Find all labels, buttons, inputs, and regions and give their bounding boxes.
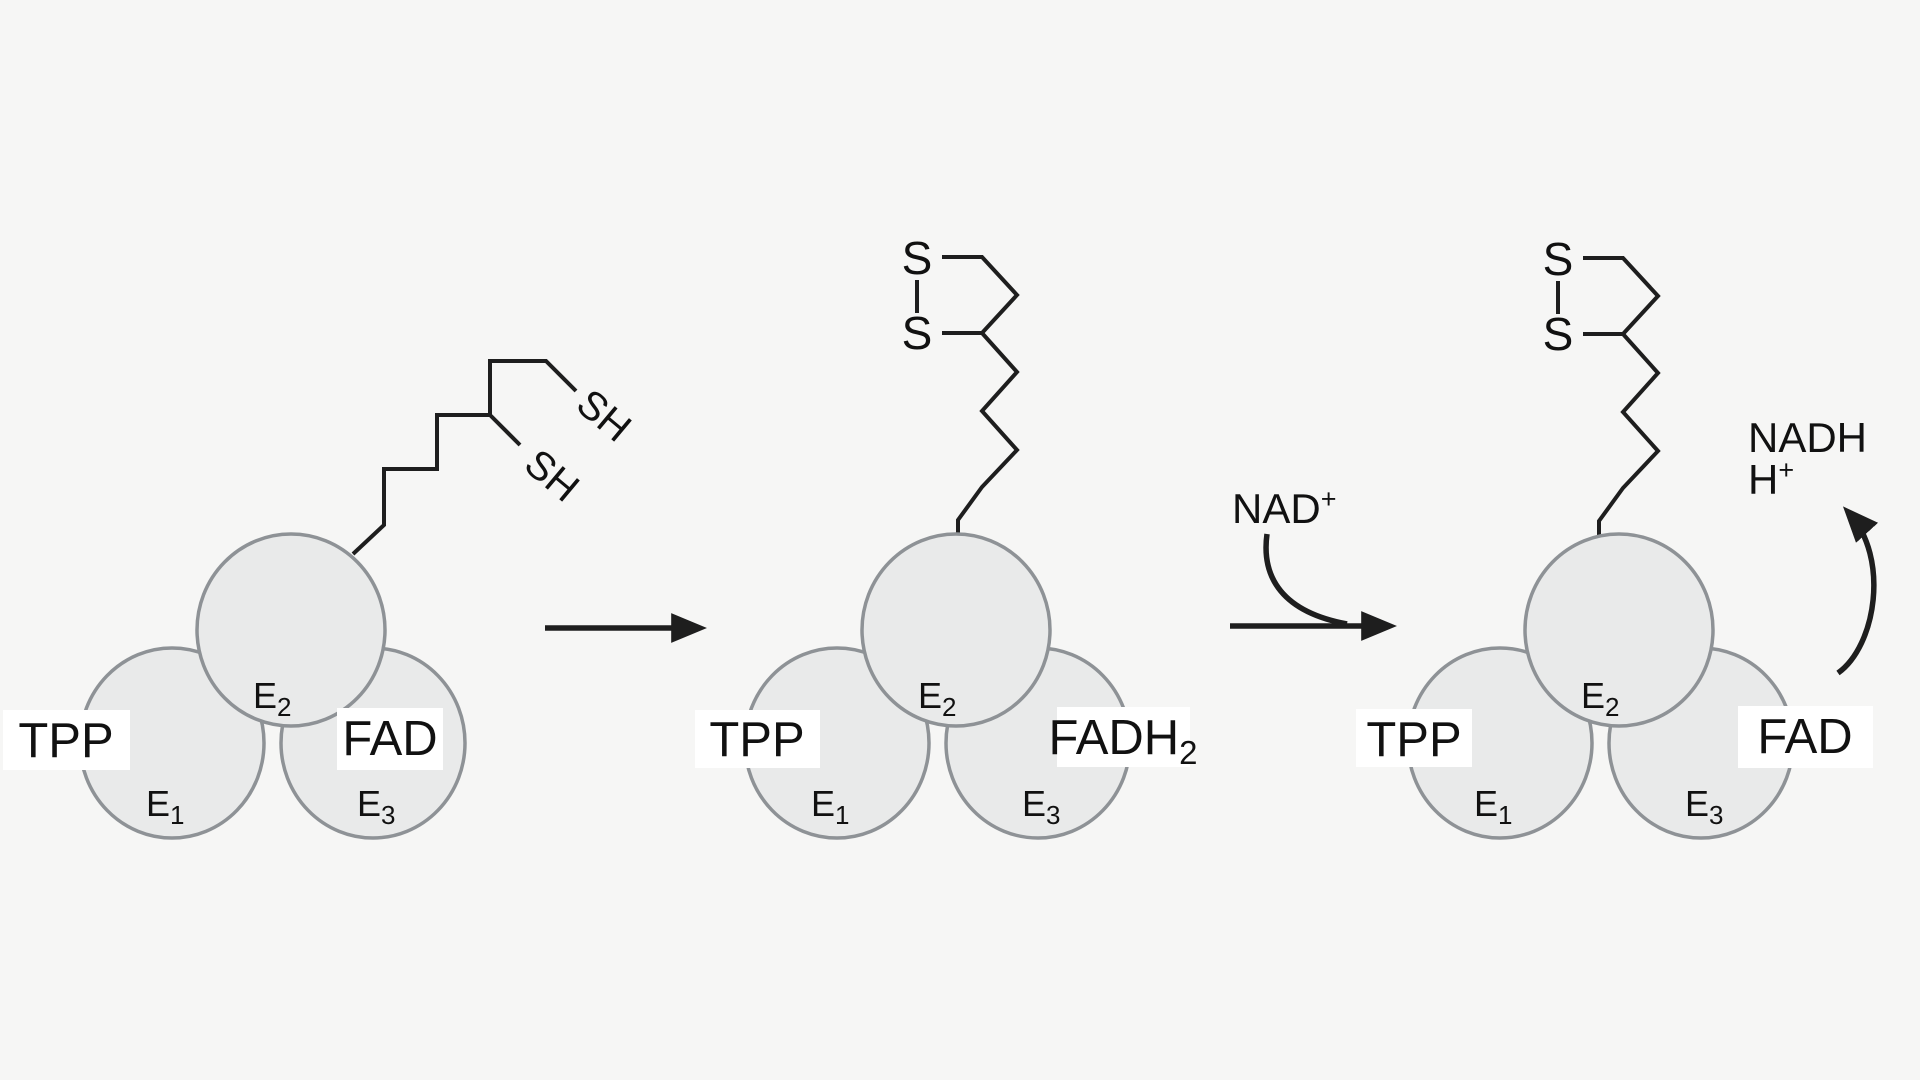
nad-plus-label: NAD+	[1232, 484, 1336, 532]
fad-label-box	[1738, 706, 1873, 768]
sulfur-label-bottom: S	[1543, 308, 1574, 360]
enzyme-e3-label: E3	[357, 783, 395, 830]
fadh2-label: FADH2	[1048, 711, 1197, 771]
fad-label: FAD	[342, 712, 437, 766]
enzyme-e1-label: E1	[811, 783, 849, 830]
enzyme-e2-label: E2	[1581, 675, 1619, 722]
tpp-label-box	[1356, 709, 1472, 767]
lipoamide-arm-disulfide: S S	[1543, 233, 1661, 550]
enzyme-e2-circle	[1523, 532, 1715, 728]
fadh2-label-box	[1057, 707, 1190, 767]
panel-state-disulfide-fad: S S E2 E1 E3 TPP FAD	[1356, 233, 1873, 840]
panel-state-disulfide-fadh2: S S E2 E1 E3 TPP FADH2	[695, 232, 1198, 840]
arrow-step2: NAD+	[1230, 484, 1397, 641]
arm-chain-line	[1597, 332, 1661, 550]
tpp-label: TPP	[1366, 713, 1461, 767]
thiol-bond-line	[488, 413, 522, 447]
enzyme-e2-circle	[860, 532, 1052, 728]
tpp-label: TPP	[18, 714, 113, 768]
nadh-label: NADH	[1748, 414, 1867, 461]
thiol-label-bottom: SH	[516, 441, 587, 510]
sulfur-label-top: S	[902, 232, 933, 284]
nadh-release: NADH H+	[1748, 414, 1879, 676]
h-plus-label: H+	[1748, 455, 1794, 503]
nadh-release-curve	[1836, 506, 1879, 676]
tpp-label-box	[3, 710, 130, 770]
fad-label: FAD	[1757, 710, 1852, 764]
enzyme-e3-label: E3	[1022, 783, 1060, 830]
fad-label-box	[337, 708, 443, 770]
tpp-label-box	[695, 710, 820, 768]
enzyme-e2-label: E2	[253, 675, 291, 722]
arm-chain-line	[351, 359, 578, 556]
lipoamide-arm-dithiol	[351, 359, 578, 556]
enzyme-e2-label: E2	[918, 675, 956, 722]
enzyme-e2-circle	[195, 532, 387, 728]
lipoamide-arm-disulfide: S S	[902, 232, 1020, 549]
panel-state-dithiol: SH SH E2 E1 E3 TPP FAD	[3, 359, 639, 840]
sulfur-label-top: S	[1543, 233, 1574, 285]
enzyme-e1-label: E1	[1474, 783, 1512, 830]
tpp-label: TPP	[709, 713, 804, 767]
arm-chain-line	[956, 331, 1020, 549]
disulfide-ring	[942, 255, 1020, 335]
enzyme-e1-label: E1	[146, 783, 184, 830]
nad-entry-curve	[1263, 533, 1348, 627]
disulfide-ring	[1583, 256, 1661, 336]
thiol-label-top: SH	[568, 381, 639, 450]
enzyme-e3-label: E3	[1685, 783, 1723, 830]
sulfur-label-bottom: S	[902, 307, 933, 359]
